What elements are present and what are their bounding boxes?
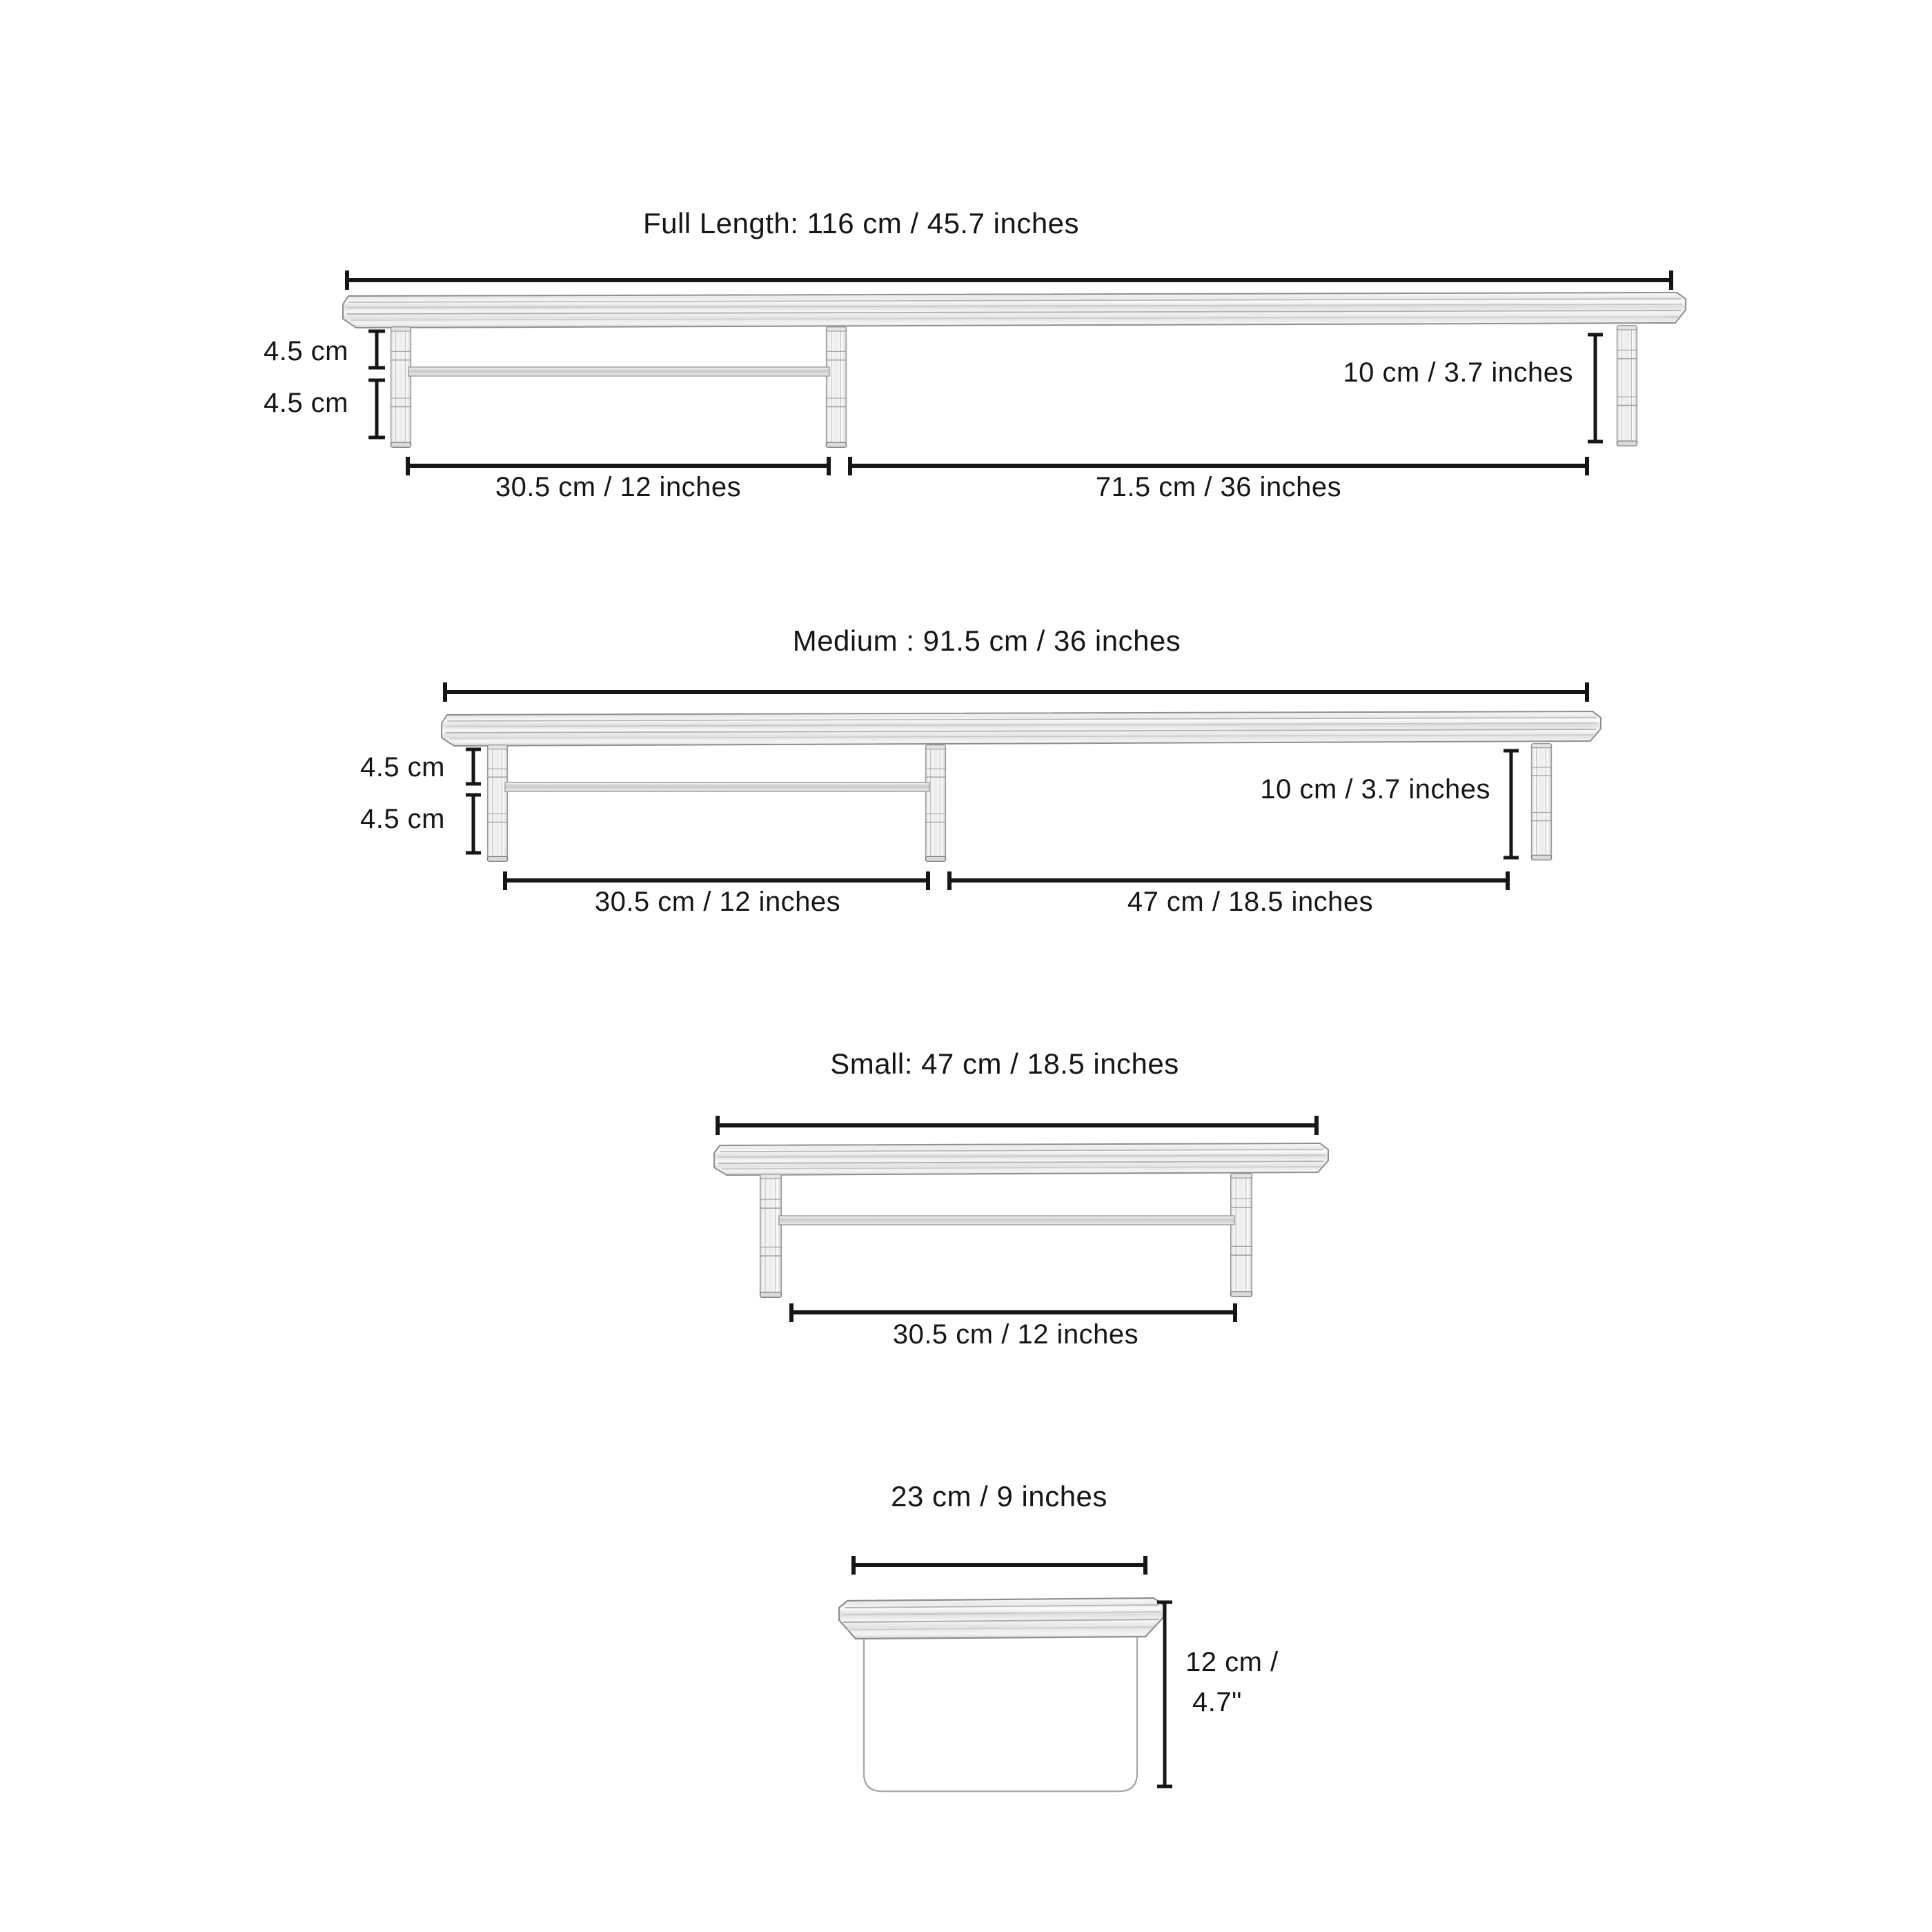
dimension-line-width-front <box>851 1556 1147 1575</box>
dimension-line-overall-small <box>716 1116 1319 1135</box>
label-upper-segment-full: 4.5 cm <box>263 336 348 366</box>
dimension-line-leg-height-medium <box>1504 749 1519 860</box>
shelf-body-front <box>862 1634 1138 1793</box>
shelf-top-plank-medium <box>441 710 1601 747</box>
dimension-line-depth-front <box>1157 1600 1172 1788</box>
view-title-front-section: 23 cm / 9 inches <box>891 1480 1107 1512</box>
label-leg-height-medium: 10 cm / 3.7 inches <box>1260 774 1490 805</box>
label-span-left-medium: 30.5 cm / 12 inches <box>594 887 841 917</box>
shelf-top-plank-full <box>342 291 1686 329</box>
shelf-rail-medium <box>504 782 930 792</box>
shelf-rail-full <box>408 366 830 377</box>
shelf-leg <box>390 326 412 448</box>
label-span-right-medium: 47 cm / 18.5 inches <box>1127 887 1374 917</box>
dimension-line-overall-medium <box>443 682 1589 702</box>
shelf-leg <box>825 326 847 448</box>
dimension-line-upper-segment-full <box>368 329 385 370</box>
shelf-leg <box>1530 742 1552 861</box>
shelf-top-plank-small <box>713 1142 1329 1176</box>
shelf-leg <box>486 744 509 862</box>
dimension-line-leg-height-full <box>1588 333 1603 444</box>
shelf-leg <box>759 1173 782 1299</box>
label-lower-segment-medium: 4.5 cm <box>359 804 445 834</box>
label-depth-front-line2: 4.7" <box>1192 1687 1242 1717</box>
label-depth-front-line1: 12 cm / <box>1185 1647 1279 1677</box>
shelf-leg <box>1230 1172 1253 1298</box>
label-span-left-small: 30.5 cm / 12 inches <box>892 1319 1139 1350</box>
view-title-medium: Medium : 91.5 cm / 36 inches <box>792 624 1181 657</box>
view-title-full-length: Full Length: 116 cm / 45.7 inches <box>642 207 1080 239</box>
dimension-line-lower-segment-medium <box>466 793 481 855</box>
view-small <box>713 1116 1329 1322</box>
dimension-line-overall-full <box>345 270 1673 290</box>
shelf-top-cap-front <box>838 1597 1165 1640</box>
shelf-leg <box>1616 324 1638 447</box>
label-upper-segment-medium: 4.5 cm <box>359 752 445 782</box>
view-front-section <box>838 1556 1172 1793</box>
label-lower-segment-full: 4.5 cm <box>263 388 348 418</box>
shelf-rail-small <box>778 1215 1235 1225</box>
label-span-right-full: 71.5 cm / 36 inches <box>1095 472 1342 502</box>
label-span-left-full: 30.5 cm / 12 inches <box>495 472 742 502</box>
shelf-leg <box>925 744 947 862</box>
view-title-small: Small: 47 cm / 18.5 inches <box>830 1047 1179 1080</box>
label-leg-height-full: 10 cm / 3.7 inches <box>1343 357 1573 388</box>
dimension-line-lower-segment-full <box>368 378 385 440</box>
dimension-line-upper-segment-medium <box>466 747 481 786</box>
